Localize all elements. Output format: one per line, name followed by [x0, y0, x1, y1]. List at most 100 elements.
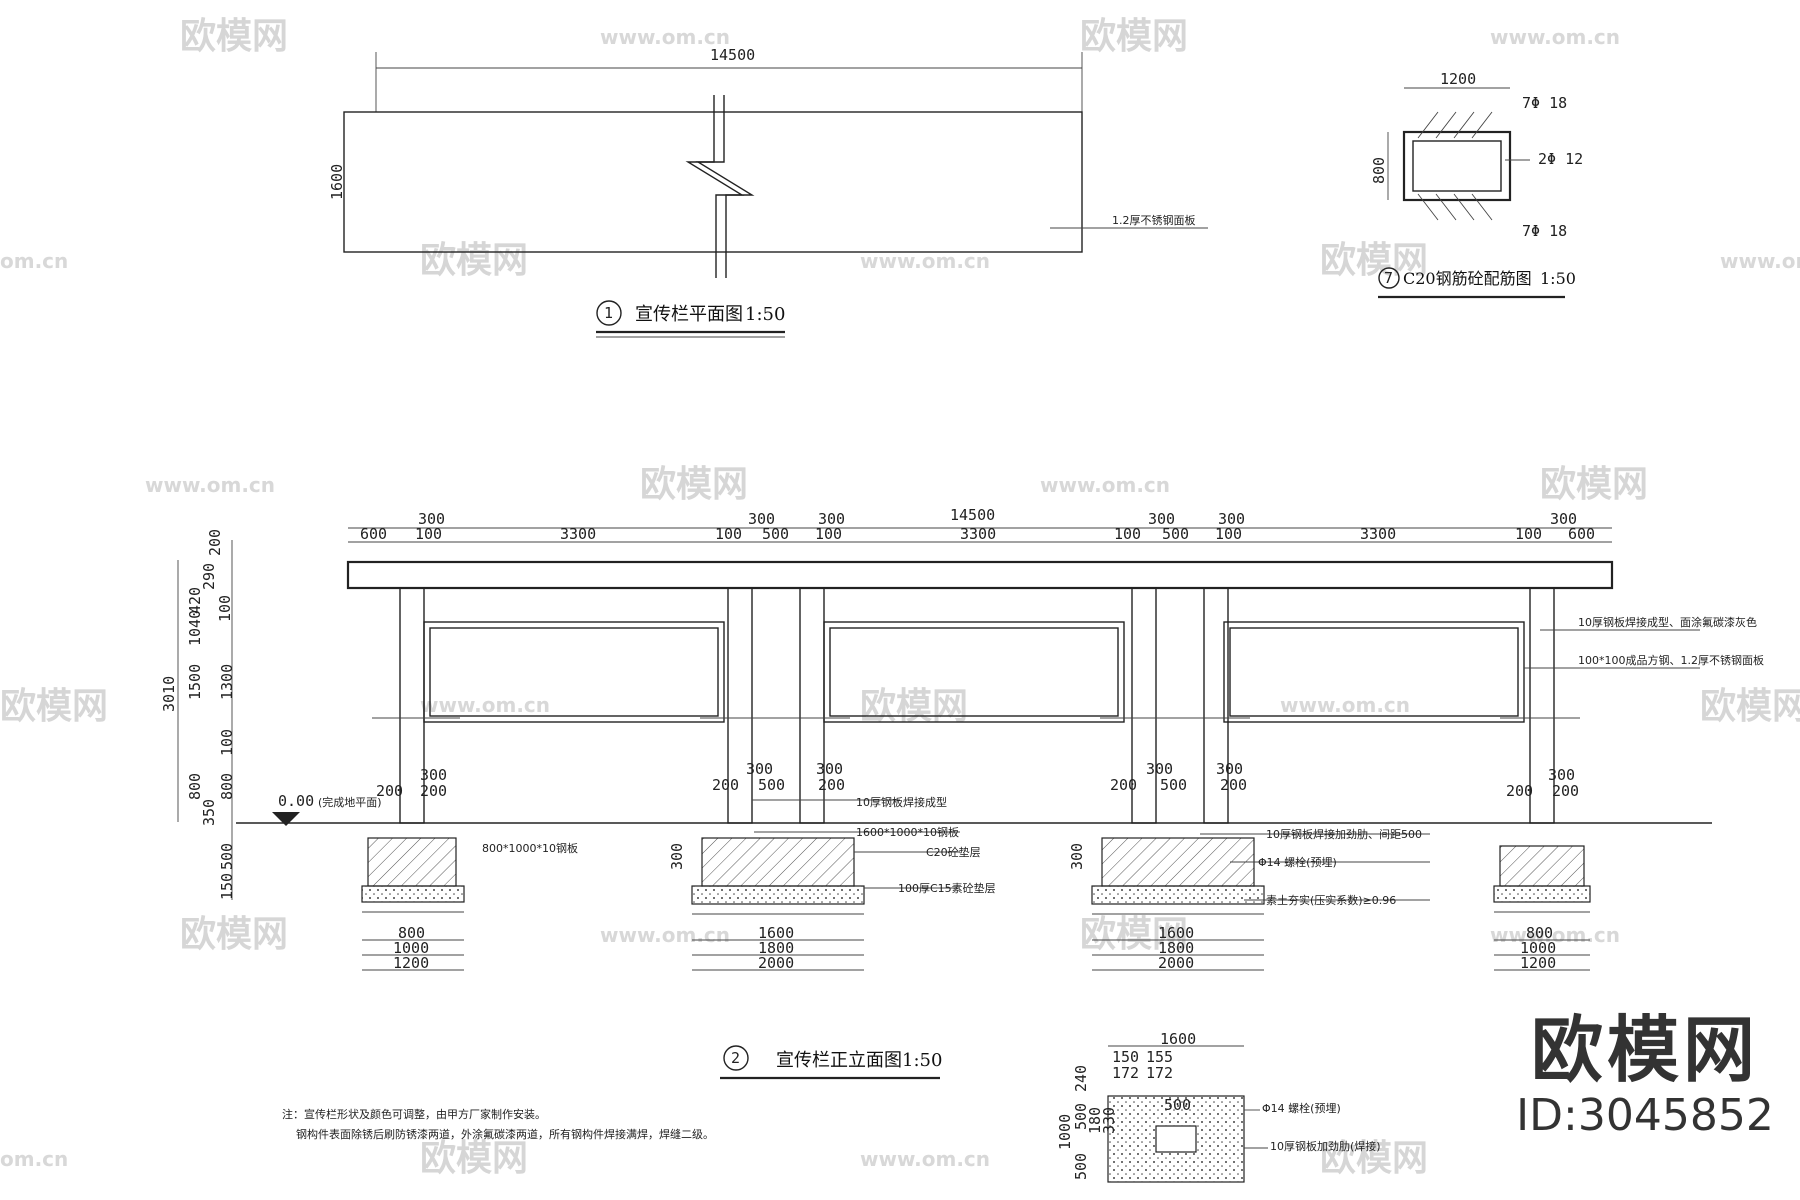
watermark-brand: 欧模网 [1320, 240, 1428, 281]
pier-label: 200 [1552, 782, 1579, 800]
top-dim-upper: 300 [818, 510, 845, 528]
note: 1600*1000*10钢板 [856, 825, 959, 839]
left-dim: 1500 [186, 664, 204, 700]
left-dim: 1040 [186, 610, 204, 646]
watermark-layer: 欧模网 www.om.cn 欧模网 www.om.cn om.cn 欧模网 ww… [0, 16, 1800, 1179]
section7-scale: 1:50 [1540, 269, 1576, 288]
section7-rebar-top: 7Φ 18 [1522, 94, 1567, 112]
watermark-url: www.om.cn [860, 249, 990, 273]
pier-label: 300 [816, 760, 843, 778]
top-dim-upper: 300 [1218, 510, 1245, 528]
top-beam [346, 560, 1614, 590]
footing-cushion [1091, 885, 1265, 905]
plan-note: 1.2厚不锈钢面板 [1112, 213, 1196, 227]
footing-dim: 1600 [1158, 924, 1194, 942]
section7-stirrup [1412, 140, 1502, 192]
footing-concrete [701, 837, 855, 887]
brand-logo: 欧模网 ID:3045852 [1510, 1010, 1780, 1142]
section7-outline [1402, 130, 1512, 202]
top-dim: 100 [815, 525, 842, 543]
plate-dim: 150 [1112, 1048, 1139, 1066]
plate-dim: 155 [1146, 1048, 1173, 1066]
plan-outline [343, 111, 1083, 253]
brand-name: 欧模网 [1530, 1008, 1759, 1092]
left-dim: 290 [200, 563, 218, 590]
watermark-url-short: www.om.cn [1720, 249, 1800, 273]
watermark-brand: 欧模网 [420, 240, 528, 281]
section7-number: 7 [1384, 269, 1393, 287]
footing-depth: 300 [1068, 843, 1086, 870]
watermark-brand: 欧模网 [640, 464, 748, 505]
plan-title: 宣传栏平面图 [635, 304, 743, 325]
note: 100厚C15素砼垫层 [898, 881, 996, 895]
watermark-url: www.om.cn [1280, 693, 1410, 717]
footing-depth: 300 [668, 843, 686, 870]
level-value: 0.00 [278, 792, 314, 810]
pier-label: 200 [1110, 776, 1137, 794]
top-dim: 100 [1114, 525, 1141, 543]
watermark-brand: 欧模网 [860, 686, 968, 727]
top-dim: 3300 [960, 525, 996, 543]
level-marker [272, 812, 300, 826]
watermark-brand: 欧模网 [1080, 914, 1188, 955]
section7-number-circle [1378, 267, 1400, 289]
note: 10厚钢板焊接成型、面涂氟碳漆灰色 [1578, 615, 1757, 629]
section7-rebar-side: 2Φ 12 [1538, 150, 1583, 168]
footing-concrete [367, 837, 457, 887]
watermark-brand: 欧模网 [1080, 16, 1188, 57]
pier-label: 300 [420, 766, 447, 784]
note: 10厚钢板焊接成型 [856, 795, 947, 809]
section7-width: 1200 [1440, 70, 1476, 88]
footing-concrete [1499, 845, 1585, 887]
brand-id: ID:3045852 [1516, 1090, 1774, 1141]
note: 素土夯实(压实系数)≥0.96 [1266, 893, 1396, 907]
footing-dim: 2000 [758, 954, 794, 972]
left-dim: 350 [200, 799, 218, 826]
plate-left-dim: 180 [1086, 1107, 1104, 1134]
plate-dim: 172 [1146, 1064, 1173, 1082]
footing-dim: 2000 [1158, 954, 1194, 972]
level-note: (完成地平面) [318, 795, 382, 809]
plate-note: Φ14 螺栓(预埋) [1262, 1101, 1341, 1115]
top-dim: 600 [360, 525, 387, 543]
left-dim: 100 [216, 595, 234, 622]
note: 100*100成品方钢、1.2厚不锈钢面板 [1578, 653, 1764, 667]
top-dim: 500 [1162, 525, 1189, 543]
footing-dim: 800 [1526, 924, 1553, 942]
pier-label: 200 [420, 782, 447, 800]
plate-left-dim: 500 [1072, 1153, 1090, 1180]
pier-label: 200 [1220, 776, 1247, 794]
top-dim: 3300 [1360, 525, 1396, 543]
pier-label: 500 [758, 776, 785, 794]
watermark-brand: 欧模网 [1540, 464, 1648, 505]
left-dim: 1300 [218, 664, 236, 700]
plan-title-number: 1 [604, 304, 613, 322]
watermark-url: www.om.cn [1490, 25, 1620, 49]
footnote: 注：宣传栏形状及颜色可调整，由甲方厂家制作安装。 钢构件表面除锈后刷防锈漆两道，… [282, 1107, 714, 1141]
top-dim-upper: 300 [748, 510, 775, 528]
left-dim: 420 [186, 587, 204, 614]
watermark-url: www.om.cn [1040, 473, 1170, 497]
top-dim: 100 [715, 525, 742, 543]
plan-title-number-circle [596, 300, 622, 326]
footing-dim: 1600 [758, 924, 794, 942]
watermark-url: www.om.cn [420, 693, 550, 717]
plate-dim: 172 [1112, 1064, 1139, 1082]
top-dim: 100 [415, 525, 442, 543]
plan-width: 1600 [328, 164, 346, 200]
plate-height: 1000 [1056, 1114, 1074, 1150]
watermark-url: www.om.cn [600, 923, 730, 947]
top-dim-upper: 300 [1550, 510, 1577, 528]
watermark-brand: 欧模网 [0, 686, 108, 727]
pier-label: 200 [818, 776, 845, 794]
pier-label: 300 [746, 760, 773, 778]
watermark-url: www.om.cn [600, 25, 730, 49]
watermark-brand: 欧模网 [1320, 1138, 1428, 1179]
footnote-line1: 注：宣传栏形状及颜色可调整，由甲方厂家制作安装。 [282, 1107, 546, 1121]
left-dim: 3010 [160, 676, 178, 712]
footing-cushion [1493, 885, 1591, 903]
display-panel [1223, 621, 1525, 723]
note: Φ14 螺栓(预埋) [1258, 855, 1337, 869]
section7-height: 800 [1370, 157, 1388, 184]
